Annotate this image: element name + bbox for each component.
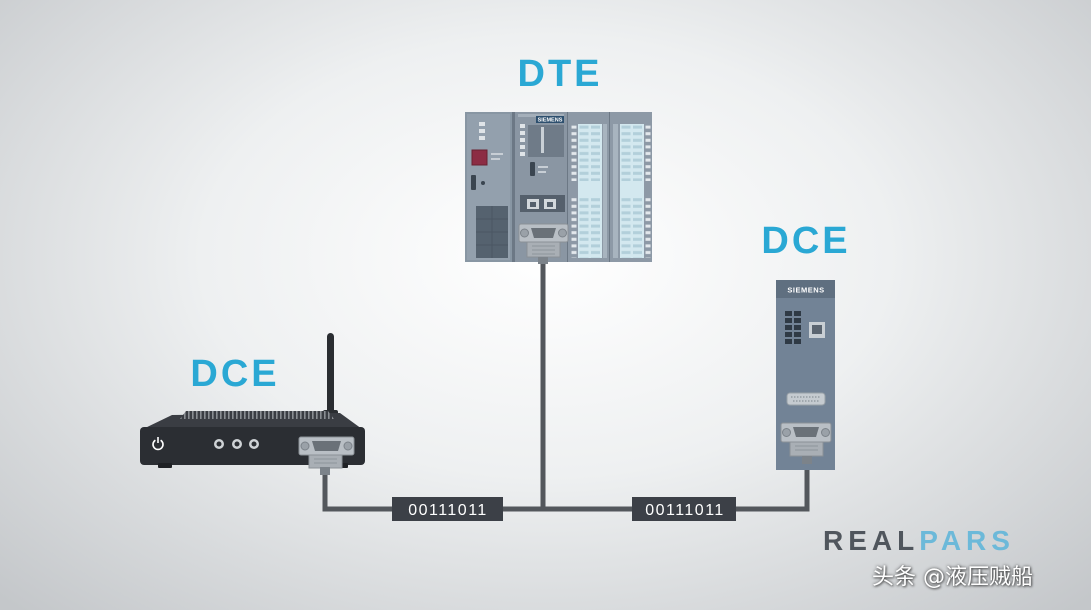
- realpars-logo: REALPARS: [823, 526, 1015, 556]
- module-brand-text: SIEMENS: [787, 286, 824, 295]
- watermark-text: 头条 @液压贼船: [872, 565, 1033, 590]
- io-module-input: [568, 112, 609, 262]
- antenna-icon: [327, 333, 334, 421]
- logo-part-pars: PARS: [919, 525, 1015, 556]
- module-dce-device: SIEMENS: [776, 280, 835, 470]
- dce-module-label: DCE: [761, 220, 850, 262]
- data-frame-right: 00111011: [632, 497, 736, 521]
- status-led-grid: [785, 311, 801, 344]
- rj45-port-icon: [809, 322, 825, 338]
- logo-part-real: REAL: [823, 525, 920, 556]
- plc-serial-connector: [518, 223, 569, 264]
- io-module-output: [610, 112, 652, 262]
- router-serial-connector: [298, 436, 355, 475]
- module-serial-connector: [780, 422, 832, 464]
- serial-cable-network: [322, 262, 810, 512]
- router-dce-device: [140, 333, 365, 475]
- data-frame-left: 00111011: [392, 497, 503, 521]
- power-supply-module: [465, 112, 512, 262]
- status-port-icons: [214, 439, 259, 449]
- plc-dte-device: SIEMENS: [465, 112, 652, 264]
- data-frame-right-text: 00111011: [645, 502, 725, 519]
- dsub-port: [786, 392, 826, 406]
- power-icon: [152, 437, 164, 451]
- dte-label: DTE: [518, 53, 603, 95]
- dce-router-label: DCE: [190, 353, 279, 395]
- cpu-brand-text: SIEMENS: [538, 118, 563, 124]
- data-frame-left-text: 00111011: [408, 502, 488, 519]
